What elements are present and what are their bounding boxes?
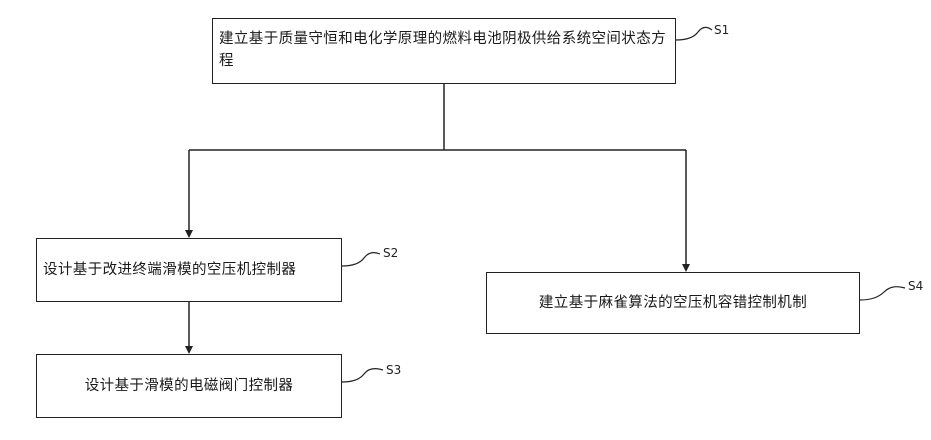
leader-s1 xyxy=(676,27,712,40)
step-s4-label: S4 xyxy=(908,279,923,293)
step-s1-text: 建立基于质量守恒和电化学原理的燃料电池阴极供给系统空间状态方程 xyxy=(219,28,669,72)
leader-s4 xyxy=(860,287,905,300)
step-s2-label: S2 xyxy=(383,246,398,260)
step-s3-text: 设计基于滑模的电磁阀门控制器 xyxy=(85,375,294,397)
leader-s3 xyxy=(342,369,383,382)
step-s4-box: 建立基于麻雀算法的空压机容错控制机制 xyxy=(486,272,860,334)
step-s2-box: 设计基于改进终端滑模的空压机控制器 xyxy=(36,238,342,302)
step-s3-label: S3 xyxy=(386,363,401,377)
step-s3-box: 设计基于滑模的电磁阀门控制器 xyxy=(36,354,342,418)
step-s1-label: S1 xyxy=(714,23,729,37)
step-s1-box: 建立基于质量守恒和电化学原理的燃料电池阴极供给系统空间状态方程 xyxy=(212,18,676,84)
step-s4-text: 建立基于麻雀算法的空压机容错控制机制 xyxy=(539,292,807,314)
step-s2-text: 设计基于改进终端滑模的空压机控制器 xyxy=(43,259,296,281)
leader-s2 xyxy=(342,253,380,266)
